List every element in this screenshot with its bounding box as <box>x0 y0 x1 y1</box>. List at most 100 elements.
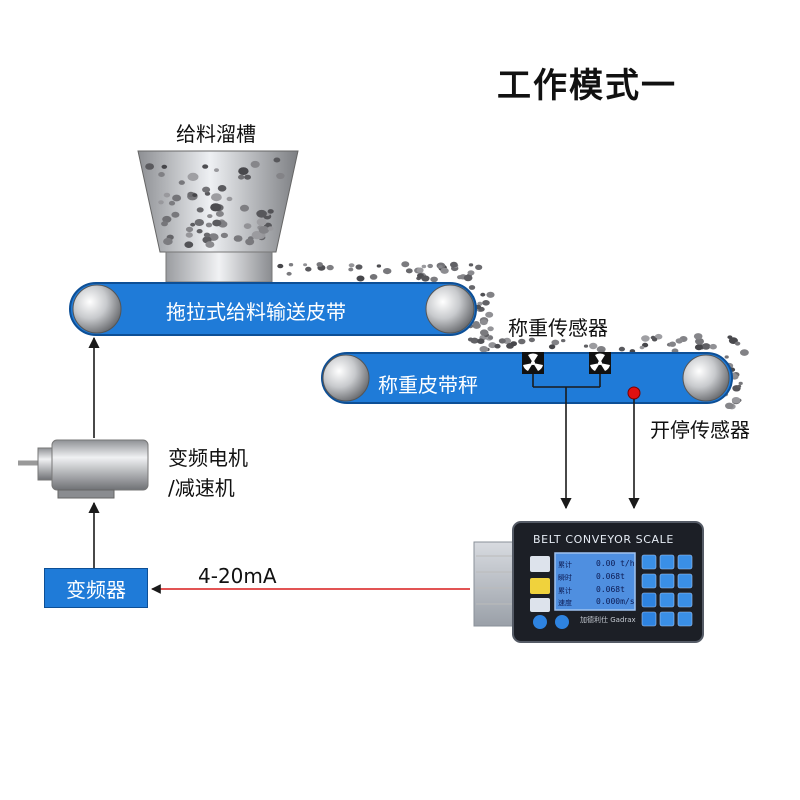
keypad-key <box>677 611 693 627</box>
material-stone <box>245 238 255 246</box>
material-stone <box>184 241 194 248</box>
controller-key <box>530 598 550 612</box>
material-stone <box>267 226 274 231</box>
material-stone <box>695 338 704 345</box>
material-stone <box>211 193 222 202</box>
lcd-row: 0.068t <box>596 585 625 594</box>
material-stone <box>405 268 413 274</box>
material-stone <box>192 193 198 198</box>
material-stone <box>548 344 556 350</box>
weigh-tail-roller <box>682 354 730 402</box>
material-stone <box>467 270 475 276</box>
keypad-key <box>641 573 657 589</box>
material-stone <box>190 222 196 227</box>
controller-key <box>530 578 550 594</box>
feeder-belt-label: 拖拉式给料输送皮带 <box>166 300 346 324</box>
material-stone <box>207 214 213 219</box>
controller-keypad <box>641 554 693 627</box>
material-stone <box>172 194 182 202</box>
material-stone <box>475 264 483 270</box>
material-stone <box>316 262 323 267</box>
material-stone <box>482 300 490 306</box>
material-stone <box>479 319 488 326</box>
material-stone <box>202 164 209 169</box>
keypad-key <box>677 592 693 608</box>
keypad-key <box>641 592 657 608</box>
material-stone <box>233 235 243 242</box>
controller-key <box>530 556 550 572</box>
material-stone <box>161 164 168 169</box>
material-stone <box>168 200 176 206</box>
material-stone <box>204 191 211 196</box>
material-stone <box>709 343 717 350</box>
material-stone <box>240 204 249 212</box>
belt-scale-controller <box>473 521 704 643</box>
material-stone <box>305 266 312 272</box>
material-stone <box>740 349 749 356</box>
feed-hopper <box>137 150 299 283</box>
material-stone <box>693 333 703 340</box>
material-stone <box>727 335 733 340</box>
controller-key <box>555 615 569 629</box>
reducer-label: /减速机 <box>168 476 235 500</box>
material-stone <box>675 338 683 344</box>
material-stone <box>205 222 213 228</box>
speed-sensor-dot <box>627 386 641 400</box>
load-cell-label: 称重传感器 <box>508 316 608 340</box>
feeder-belt <box>69 282 477 336</box>
material-stone <box>731 397 741 404</box>
material-stone <box>348 263 355 268</box>
material-stone <box>479 346 489 353</box>
material-stone <box>487 326 494 332</box>
lcd-caption: 速度 <box>558 599 572 607</box>
material-stone <box>158 200 164 205</box>
material-stone <box>196 229 203 234</box>
material-stone <box>480 329 489 336</box>
keypad-key <box>659 573 675 589</box>
material-stone <box>725 402 734 409</box>
material-stone <box>589 342 598 350</box>
material-stone <box>369 274 378 280</box>
material-stone <box>641 335 650 342</box>
material-stone <box>251 231 263 240</box>
lcd-caption: 累计 <box>558 587 572 595</box>
material-stone <box>468 263 474 267</box>
material-stone <box>212 219 222 227</box>
material-stone <box>185 232 193 238</box>
material-stone <box>737 384 742 388</box>
material-stone <box>196 207 204 213</box>
keypad-key <box>659 611 675 627</box>
material-stone <box>250 160 260 168</box>
keypad-key <box>641 611 657 627</box>
material-stone <box>205 241 215 248</box>
load-cell-left <box>522 352 544 374</box>
material-stone <box>650 335 656 340</box>
material-stone <box>348 267 354 272</box>
material-stone <box>238 167 249 176</box>
material-stone <box>238 174 245 180</box>
material-stone <box>326 264 334 271</box>
material-stone <box>383 268 392 275</box>
material-stone <box>518 338 526 345</box>
keypad-key <box>659 554 675 570</box>
material-stone <box>178 180 185 185</box>
material-stone <box>480 292 486 297</box>
material-stone <box>376 264 382 268</box>
material-stone <box>528 337 536 343</box>
material-stone <box>276 172 285 180</box>
material-stone <box>214 168 219 173</box>
material-stone <box>457 275 463 280</box>
keypad-key <box>677 573 693 589</box>
inverter-box: 变频器 <box>44 568 148 608</box>
material-stone <box>273 157 281 163</box>
material-stone <box>485 311 494 318</box>
material-stone <box>561 339 566 343</box>
material-stone <box>171 211 180 218</box>
material-stone <box>145 163 155 170</box>
material-stone <box>463 274 473 282</box>
material-stone <box>427 263 434 269</box>
material-stone <box>226 196 233 202</box>
material-stone <box>202 186 211 193</box>
material-stone <box>654 333 663 340</box>
material-stone <box>734 341 741 346</box>
